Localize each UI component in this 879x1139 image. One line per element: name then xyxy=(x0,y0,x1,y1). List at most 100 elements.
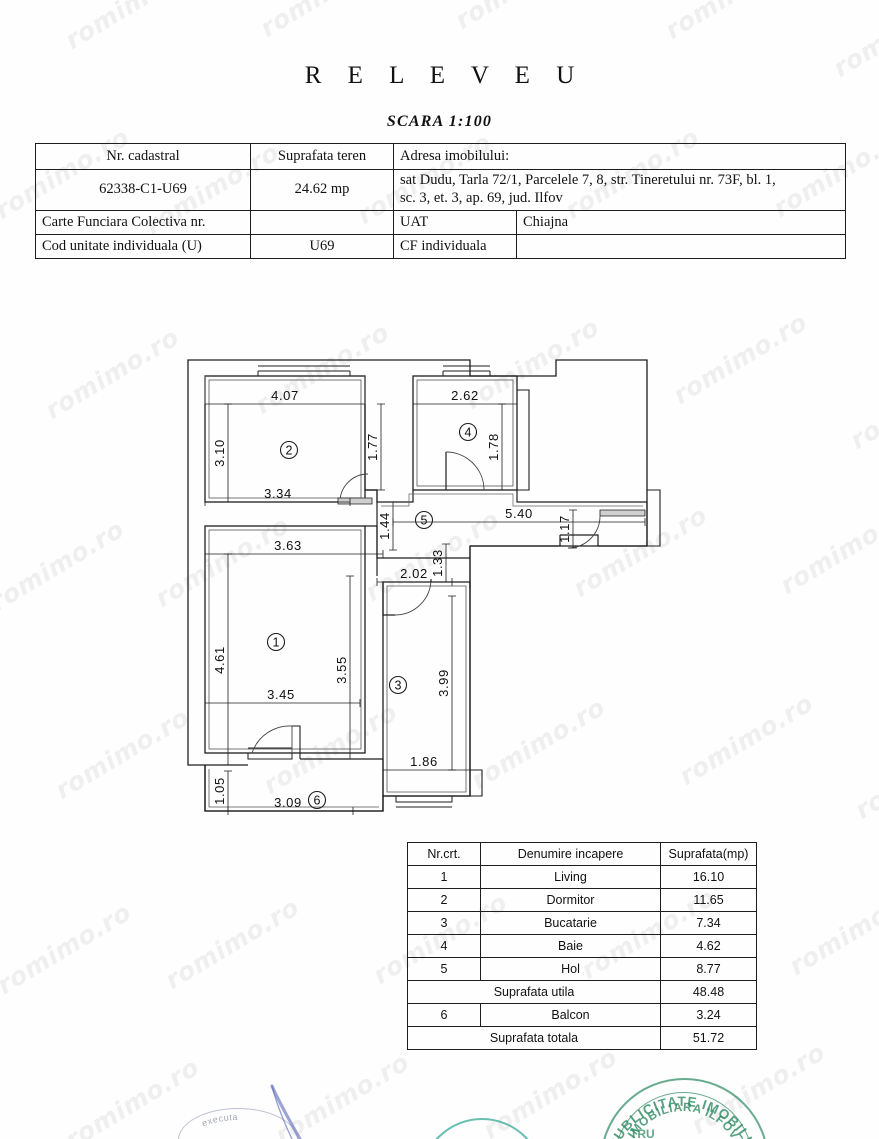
table-subtotal-row: Suprafata utila 48.48 xyxy=(407,980,757,1004)
room-marker-4: 4 xyxy=(465,426,472,440)
room-marker-circle-6 xyxy=(307,790,327,810)
room-marker-circle-1 xyxy=(266,632,286,652)
room-name: Living xyxy=(480,865,661,889)
room-nr: 5 xyxy=(407,957,481,981)
room-marker-circle-2 xyxy=(279,440,299,460)
table-row: 4 Baie 4.62 xyxy=(407,934,757,958)
total-value: 51.72 xyxy=(660,1026,757,1050)
room-area: 4.62 xyxy=(660,934,757,958)
room-marker-5: 5 xyxy=(421,514,428,528)
room-marker-circle-4 xyxy=(458,422,478,442)
scale-label: SCARA 1:100 xyxy=(386,113,493,130)
label-nr-cadastral: Nr. cadastral xyxy=(35,143,251,170)
secondary-stamp-arc xyxy=(420,1118,544,1139)
floor-plan-drawing: 4.07 3.10 3.34 1.77 1.44 2.62 1.78 5.40 … xyxy=(0,330,879,850)
value-cf-individuala xyxy=(515,234,847,259)
watermark-text: romimo.ro xyxy=(270,1047,415,1139)
room-area: 3.24 xyxy=(660,1003,757,1027)
dimension-room3-top: 2.02 xyxy=(400,566,428,581)
watermark-text: romimo.ro xyxy=(60,0,205,55)
surveyor-stamp-text: executa xyxy=(200,1112,237,1128)
room-area: 7.34 xyxy=(660,911,757,935)
column-header-name: Denumire incapere xyxy=(480,842,661,866)
page-title: R E L E V E U xyxy=(304,62,585,89)
dimension-room5-narrow: 1.33 xyxy=(430,549,445,577)
table-row: Nr. cadastral Suprafata teren Adresa imo… xyxy=(35,143,847,170)
table-row: 3 Bucatarie 7.34 xyxy=(407,911,757,935)
label-uat: UAT xyxy=(393,210,517,235)
watermark-text: romimo.ro xyxy=(450,0,594,35)
dimension-room5-length: 5.40 xyxy=(505,506,533,521)
watermark-text: romimo.ro xyxy=(660,0,804,45)
table-row: 5 Hol 8.77 xyxy=(407,957,757,981)
table-row: 62338-C1-U69 24.62 mp sat Dudu, Tarla 72… xyxy=(35,169,847,211)
room-marker-6: 6 xyxy=(314,794,321,808)
table-row: Carte Funciara Colectiva nr. UAT Chiajna xyxy=(35,210,847,235)
room-name: Dormitor xyxy=(480,888,661,912)
dimension-room6-bottom: 3.09 xyxy=(274,795,302,810)
room-name: Balcon xyxy=(480,1003,661,1027)
label-carte-funciara: Carte Funciara Colectiva nr. xyxy=(35,210,251,235)
svg-text:executa: executa xyxy=(200,1112,238,1128)
value-adresa: sat Dudu, Tarla 72/1, Parcelele 7, 8, st… xyxy=(392,169,847,211)
watermark-text: romimo.ro xyxy=(478,1042,623,1139)
room-area: 8.77 xyxy=(660,957,757,981)
dimension-room1-right: 3.55 xyxy=(334,656,349,684)
signature-stroke-thin xyxy=(271,1085,293,1139)
room-marker-3: 3 xyxy=(395,679,402,693)
watermark-text: romimo.ro xyxy=(0,897,137,1000)
watermark-text: romimo.ro xyxy=(60,1052,205,1139)
svg-text:E IMOBILIARA ILFOV: E IMOBILIARA ILFOV xyxy=(618,1100,742,1139)
column-header-area: Suprafata(mp) xyxy=(660,842,757,866)
room-name: Baie xyxy=(480,934,661,958)
dimension-room2-top: 4.07 xyxy=(271,388,299,403)
room-marker-1: 1 xyxy=(273,636,280,650)
table-total-row: Suprafata totala 51.72 xyxy=(407,1026,757,1050)
watermark-text: romimo.ro xyxy=(160,892,305,995)
dimension-room2-door-gap: 1.44 xyxy=(377,512,392,540)
dimension-room6-left: 1.05 xyxy=(212,777,227,805)
dimension-room4-top: 2.62 xyxy=(451,388,479,403)
room-area: 11.65 xyxy=(660,888,757,912)
watermark-text: romimo.ro xyxy=(255,0,399,43)
dimension-room1-left: 4.61 xyxy=(212,646,227,674)
dimension-room1-top: 3.63 xyxy=(274,538,302,553)
room-nr: 3 xyxy=(407,911,481,935)
room-marker-circle-3 xyxy=(388,675,408,695)
official-stamp-inner-ring xyxy=(614,1092,753,1139)
label-adresa: Adresa imobilului: xyxy=(392,143,847,170)
subtotal-label: Suprafata utila xyxy=(407,980,661,1004)
label-suprafata-teren: Suprafata teren xyxy=(250,143,394,170)
table-row: 6 Balcon 3.24 xyxy=(407,1003,757,1027)
column-header-nr: Nr.crt. xyxy=(407,842,481,866)
value-cod-unitate: U69 xyxy=(250,234,394,259)
adresa-line-2: sc. 3, et. 3, ap. 69, jud. Ilfov xyxy=(400,190,563,206)
room-nr: 1 xyxy=(407,865,481,889)
room-name: Hol xyxy=(480,957,661,981)
table-row: Cod unitate individuala (U) U69 CF indiv… xyxy=(35,234,847,259)
total-label: Suprafata totala xyxy=(407,1026,661,1050)
signature-stroke xyxy=(270,1084,302,1139)
value-carte-funciara xyxy=(250,210,394,235)
stamp-inner-text: E IMOBILIARA ILFOV xyxy=(618,1100,741,1139)
dimension-room3-bottom: 1.86 xyxy=(410,754,438,769)
value-uat: Chiajna xyxy=(515,210,847,235)
room-nr: 6 xyxy=(407,1003,481,1027)
room-name: Bucatarie xyxy=(480,911,661,935)
room-nr: 2 xyxy=(407,888,481,912)
watermark-text: romimo.ro xyxy=(784,878,879,981)
surveyor-stamp-oval xyxy=(178,1108,298,1139)
dimension-room5-entry: 1.17 xyxy=(557,515,572,543)
stamp-fragment-text: TRU xyxy=(630,1127,655,1139)
cadastral-info-table: Nr. cadastral Suprafata teren Adresa imo… xyxy=(35,143,847,259)
dimension-room3-right: 3.99 xyxy=(436,669,451,697)
room-marker-circle-5 xyxy=(414,510,434,530)
label-cod-unitate: Cod unitate individuala (U) xyxy=(35,234,251,259)
dimension-room2-left: 3.10 xyxy=(212,439,227,467)
room-area: 16.10 xyxy=(660,865,757,889)
table-row: 1 Living 16.10 xyxy=(407,865,757,889)
room-nr: 4 xyxy=(407,934,481,958)
table-row: 2 Dormitor 11.65 xyxy=(407,888,757,912)
room-marker-2: 2 xyxy=(286,444,293,458)
